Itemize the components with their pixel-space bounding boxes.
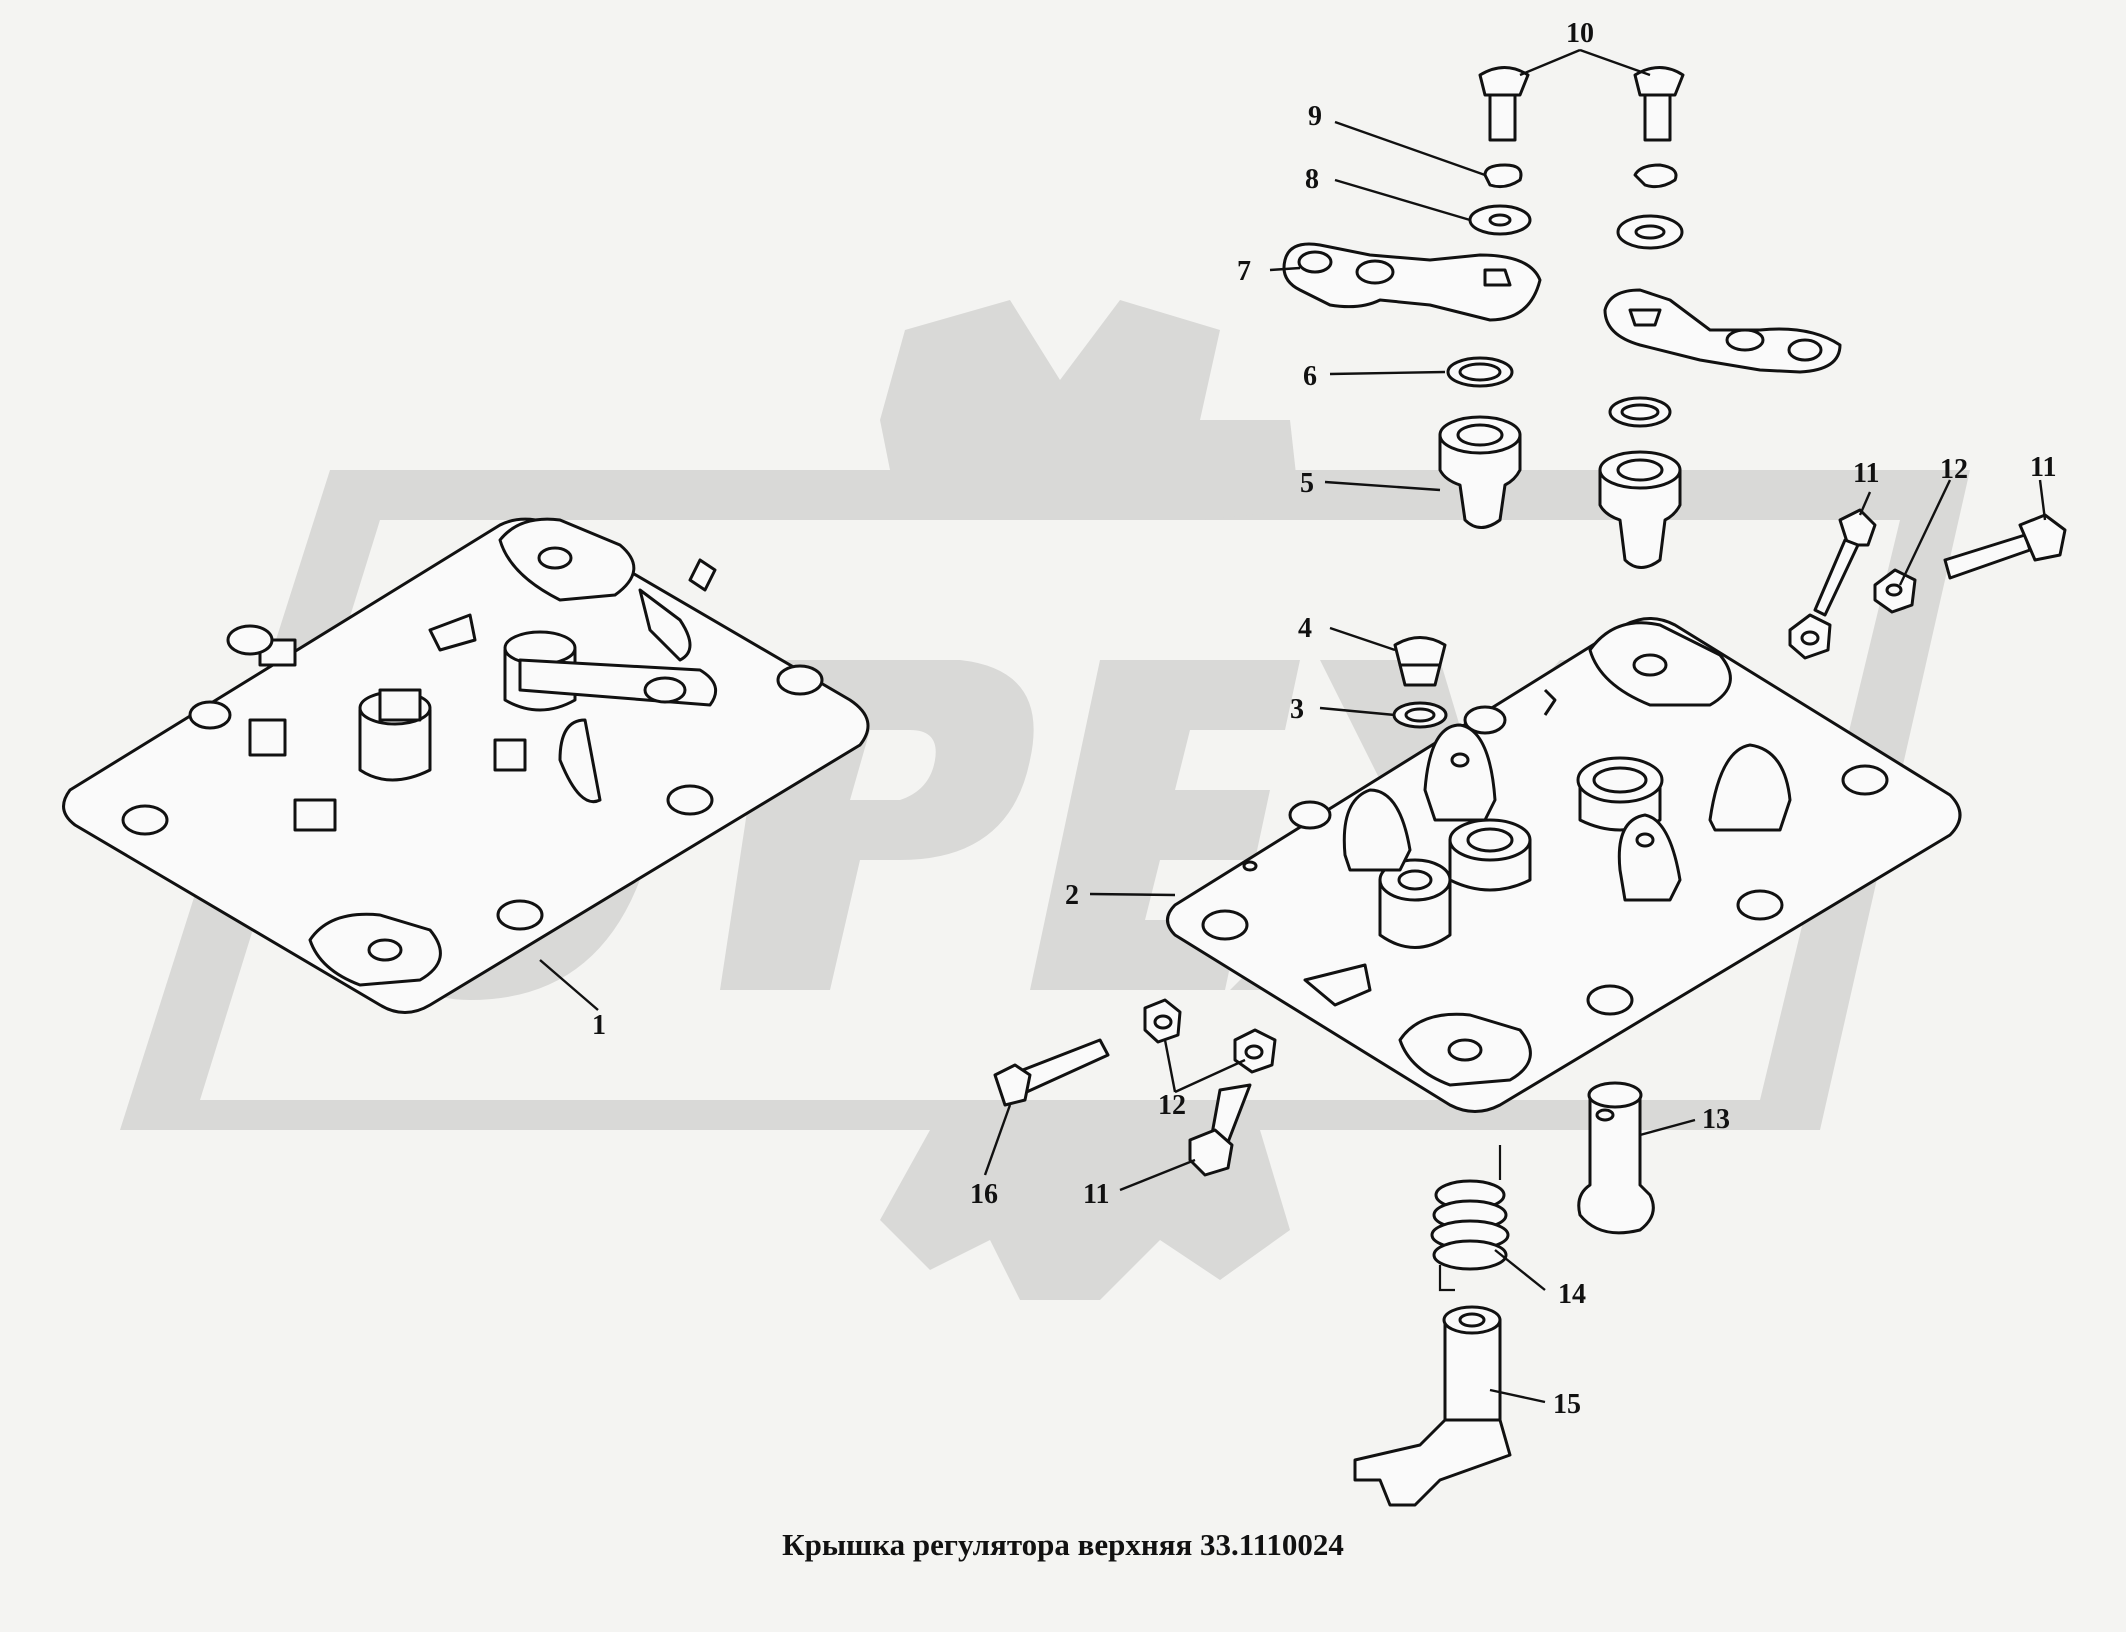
callout-10: 10 xyxy=(1566,18,1594,49)
fasteners-lower xyxy=(993,998,1277,1177)
exploded-parts-left xyxy=(1282,66,1542,729)
callout-7: 7 xyxy=(1237,256,1251,287)
callout-12-bottom: 12 xyxy=(1158,1090,1186,1121)
leader-lines xyxy=(539,48,2047,1404)
cover-plate xyxy=(1166,617,1962,1113)
exploded-parts-right xyxy=(1598,66,1842,569)
callout-14: 14 xyxy=(1558,1279,1586,1310)
callout-16: 16 xyxy=(970,1179,998,1210)
callout-1: 1 xyxy=(592,1010,606,1041)
callout-9: 9 xyxy=(1308,101,1322,132)
callout-3: 3 xyxy=(1290,694,1304,725)
callout-13: 13 xyxy=(1702,1104,1730,1135)
fasteners-right xyxy=(1788,508,2067,660)
callout-11-right: 11 xyxy=(2030,452,2056,483)
callout-11-top: 11 xyxy=(1853,458,1879,489)
callout-4: 4 xyxy=(1298,613,1312,644)
callout-2: 2 xyxy=(1065,880,1079,911)
lower-parts xyxy=(1353,1081,1655,1507)
callout-6: 6 xyxy=(1303,361,1317,392)
diagram-caption: Крышка регулятора верхняя 33.1110024 xyxy=(782,1527,1344,1562)
callout-12-top: 12 xyxy=(1940,454,1968,485)
callout-labels: 10 9 8 7 6 5 4 3 2 1 11 12 11 12 11 16 1… xyxy=(592,18,2056,1420)
callout-11-bottom: 11 xyxy=(1083,1179,1109,1210)
callout-15: 15 xyxy=(1553,1389,1581,1420)
callout-5: 5 xyxy=(1300,468,1314,499)
callout-8: 8 xyxy=(1305,164,1319,195)
assembled-cover xyxy=(62,517,870,1014)
